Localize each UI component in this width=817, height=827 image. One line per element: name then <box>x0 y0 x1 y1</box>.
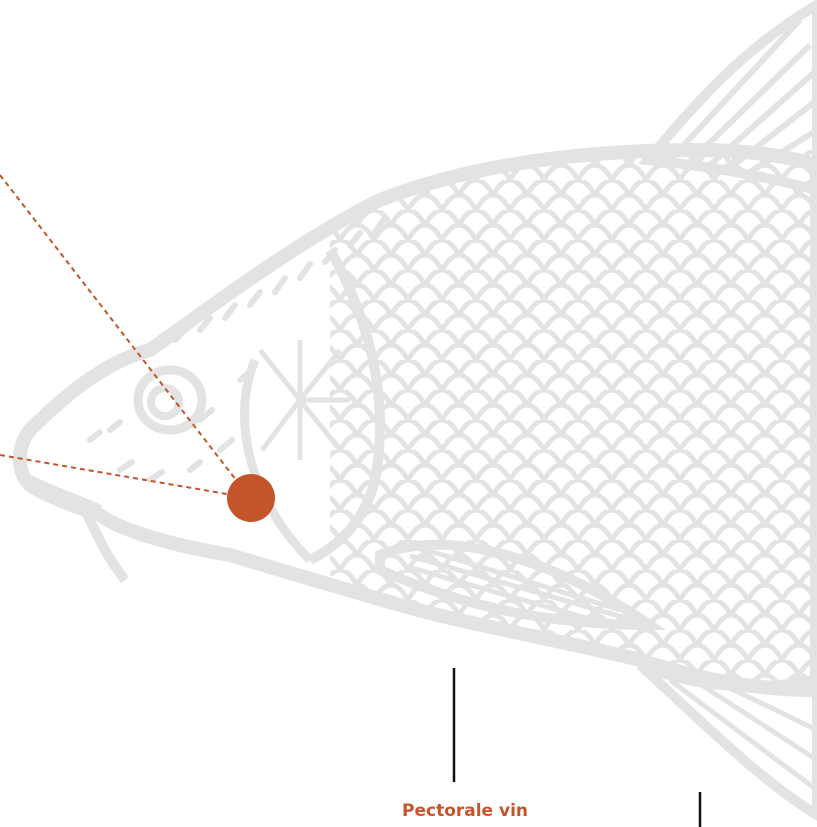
fish-eye <box>138 370 202 430</box>
pectoral-fin-label: Pectorale vin <box>402 801 528 821</box>
pelvic-fin <box>640 665 817 815</box>
hotspot-marker[interactable] <box>227 474 275 522</box>
callout-dashed-line-upper <box>0 175 250 498</box>
